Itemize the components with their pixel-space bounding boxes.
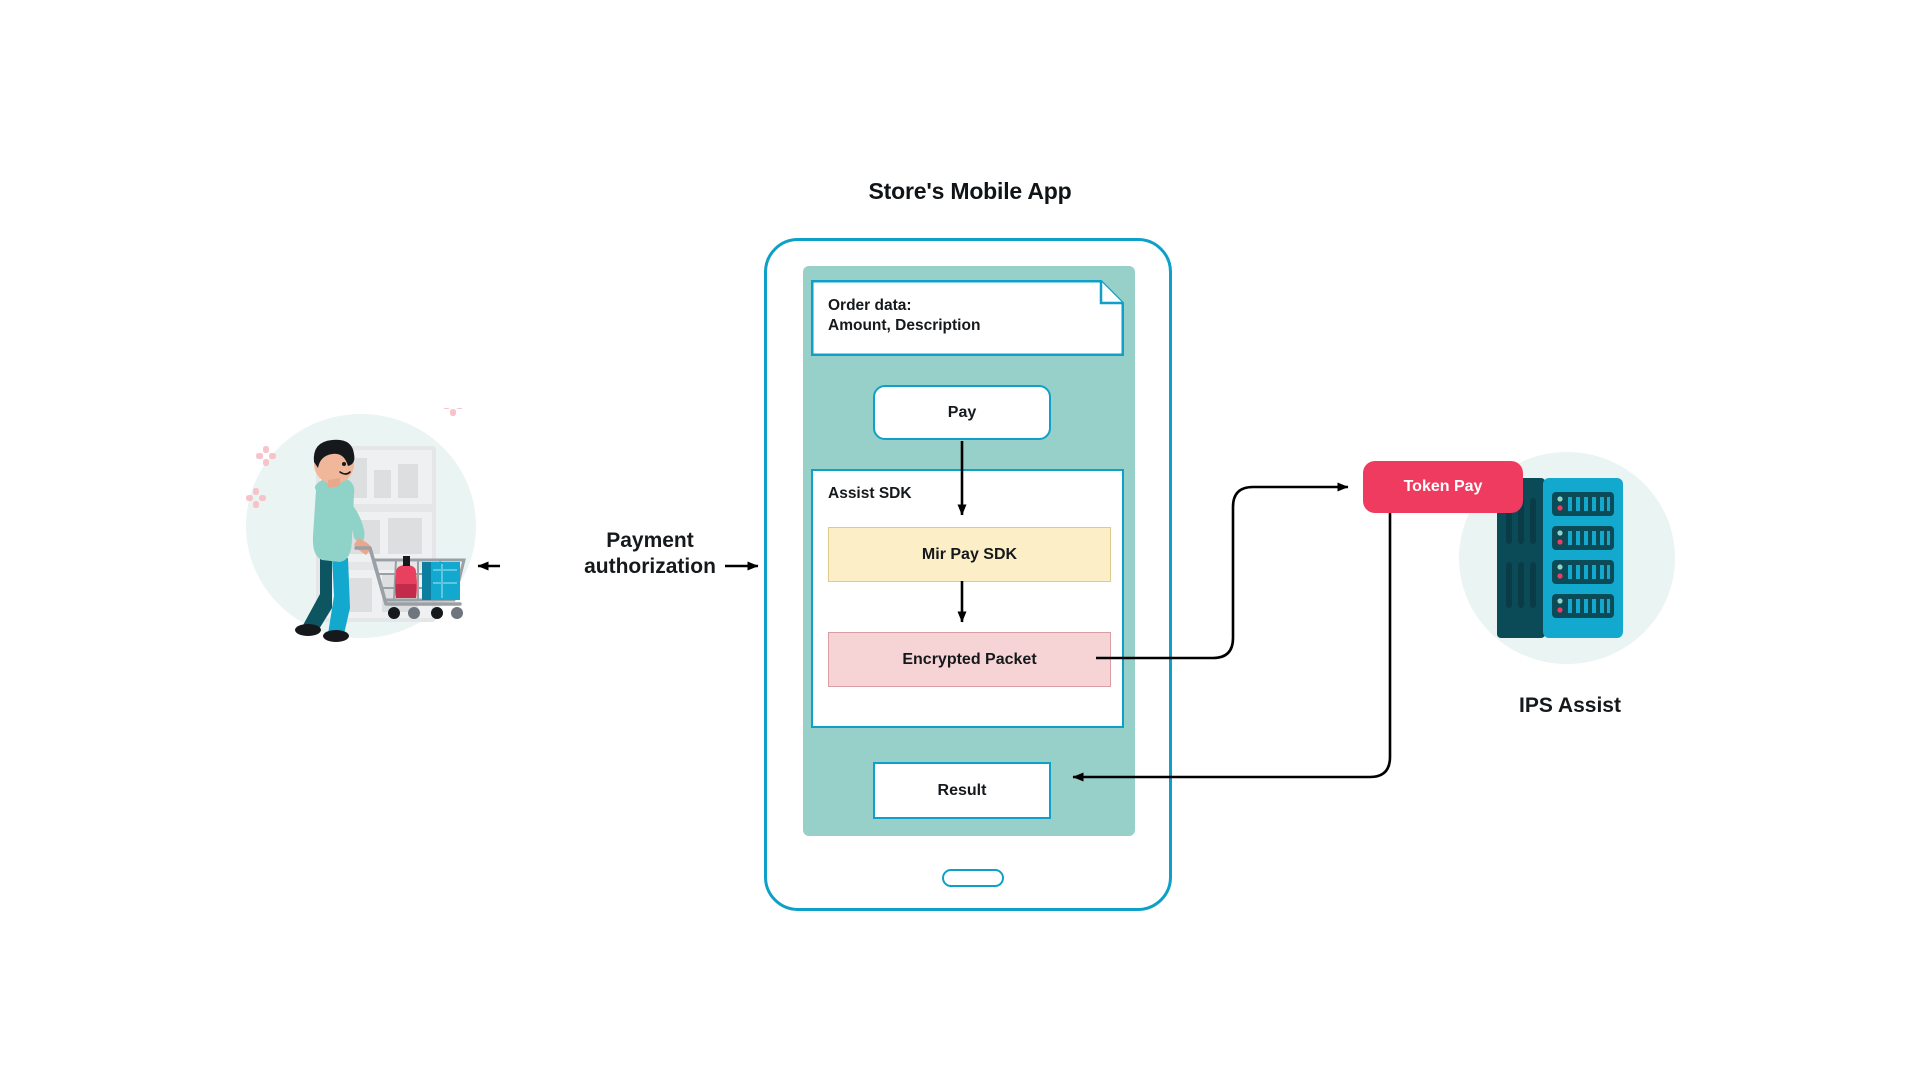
order-data-text: Order data: Amount, Description — [828, 297, 981, 335]
assist-sdk-panel: Assist SDK Mir Pay SDK Encrypted Packet — [811, 469, 1124, 728]
mir-pay-sdk-box: Mir Pay SDK — [828, 527, 1111, 582]
token-pay-badge: Token Pay — [1363, 461, 1523, 513]
pay-button[interactable]: Pay — [873, 385, 1051, 440]
assist-sdk-label: Assist SDK — [828, 485, 912, 502]
order-data-document: Order data: Amount, Description — [811, 280, 1124, 356]
ips-assist-label: IPS Assist — [1519, 694, 1621, 717]
shopper-with-cart-illustration — [228, 396, 498, 648]
home-indicator[interactable] — [942, 869, 1004, 887]
result-box: Result — [873, 762, 1051, 819]
payment-authorization-label: Payment authorization — [584, 529, 716, 579]
encrypted-packet-box: Encrypted Packet — [828, 632, 1111, 687]
page-title: Store's Mobile App — [868, 178, 1072, 204]
